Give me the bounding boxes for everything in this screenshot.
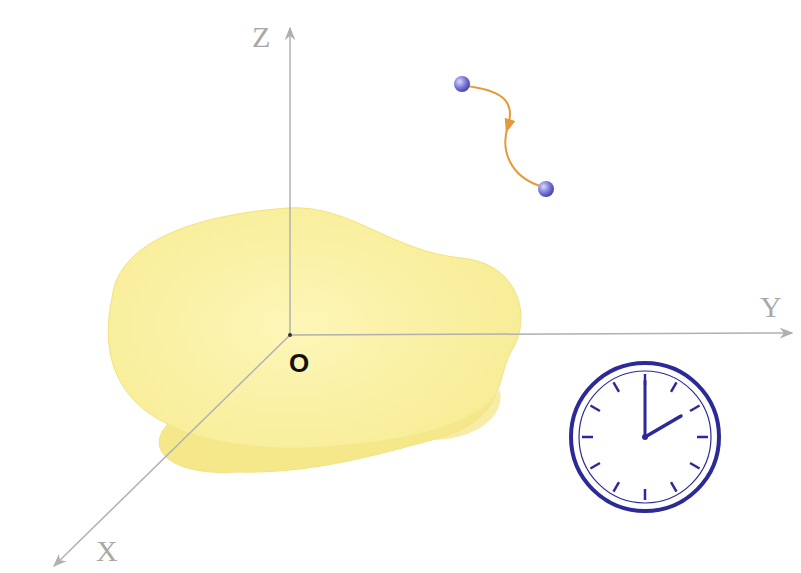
clock-tick <box>638 495 640 500</box>
clock-tick <box>703 443 708 445</box>
clock-tick <box>651 374 653 379</box>
clock-tick <box>590 406 600 412</box>
clock-tick <box>669 379 671 384</box>
axis-label: Y <box>760 292 782 322</box>
clock-tick <box>692 400 696 403</box>
clock-tick <box>594 471 598 474</box>
clock-tick <box>679 386 682 390</box>
clock-tick <box>703 430 708 432</box>
origin-dot <box>288 333 292 337</box>
clock-tick <box>700 418 705 420</box>
clock-tick <box>632 375 633 380</box>
clock-tick <box>657 494 658 499</box>
clock-tick <box>684 480 687 484</box>
clock-tick <box>619 379 621 384</box>
clock-tick <box>663 377 665 382</box>
clock <box>571 363 719 511</box>
particle-start <box>454 76 470 92</box>
clock-tick <box>594 400 598 403</box>
clock-tick <box>671 382 677 392</box>
clock-tick <box>638 374 640 379</box>
clock-tick <box>663 492 665 497</box>
clock-tick <box>692 471 696 474</box>
clock-tick <box>614 482 620 492</box>
clock-tick <box>702 449 707 450</box>
clock-tick <box>587 461 592 463</box>
clock-tick <box>679 484 682 488</box>
clock-tick <box>700 455 705 457</box>
clock-tick <box>632 494 633 499</box>
clock-tick <box>598 395 602 398</box>
clock-tick <box>614 382 620 392</box>
y-axis <box>290 333 792 335</box>
clock-tick <box>582 430 587 432</box>
clock-tick <box>698 411 703 413</box>
reference-body <box>108 208 521 473</box>
clock-tick <box>608 484 611 488</box>
clock-tick <box>585 455 590 457</box>
clock-tick <box>669 490 671 495</box>
clock-tick <box>702 424 707 425</box>
body-shade <box>159 390 500 472</box>
clock-tick <box>583 424 588 425</box>
clock-tick <box>644 489 647 500</box>
axis-label: X <box>96 536 118 566</box>
trajectory <box>466 86 510 126</box>
clock-tick <box>626 492 628 497</box>
clock-tick <box>697 436 708 439</box>
clock-tick <box>582 436 593 439</box>
clock-tick <box>585 418 590 420</box>
clock-tick <box>688 395 692 398</box>
clock-tick <box>690 463 700 469</box>
clock-tick <box>619 490 621 495</box>
clock-tick <box>671 482 677 492</box>
clock-tick <box>587 411 592 413</box>
clock-tick <box>590 463 600 469</box>
clock-tick <box>651 495 653 500</box>
clock-tick <box>698 461 703 463</box>
origin-label: O <box>289 350 309 376</box>
clock-tick <box>598 476 602 479</box>
axis-label: Z <box>252 22 270 52</box>
clock-tick <box>603 390 606 394</box>
clock-tick <box>657 375 658 380</box>
clock-tick <box>583 449 588 450</box>
clock-tick <box>603 480 606 484</box>
clock-tick <box>688 476 692 479</box>
trajectory <box>505 126 540 186</box>
clock-tick <box>626 377 628 382</box>
z-axis <box>289 28 291 335</box>
clock-tick <box>582 443 587 445</box>
clock-tick <box>690 406 700 412</box>
clock-tick <box>684 390 687 394</box>
x-axis <box>54 335 290 566</box>
clock-tick <box>608 386 611 390</box>
particle-end <box>538 181 554 197</box>
